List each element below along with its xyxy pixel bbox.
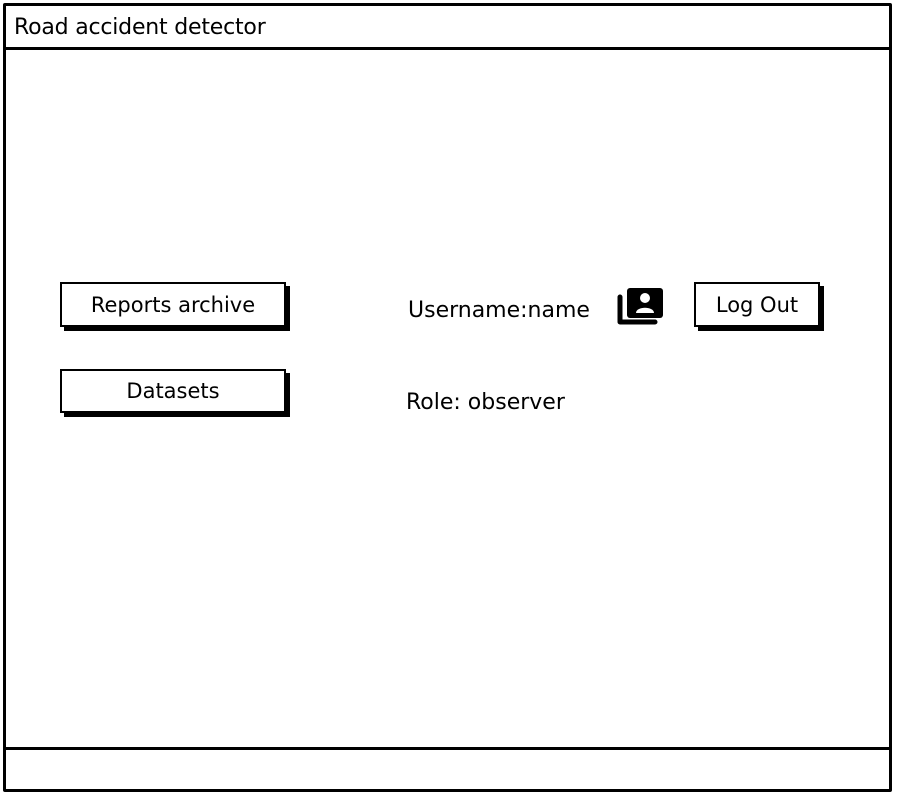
role-text: Role: observer xyxy=(406,390,565,415)
user-card-icon xyxy=(617,288,663,325)
datasets-button[interactable]: Datasets xyxy=(60,369,286,413)
title-bar: Road accident detector xyxy=(6,6,889,50)
datasets-label: Datasets xyxy=(126,379,220,403)
reports-archive-label: Reports archive xyxy=(90,292,256,317)
status-bar xyxy=(6,747,889,789)
username-text: Username:name xyxy=(408,298,590,323)
window-title: Road accident detector xyxy=(14,15,266,40)
reports-archive-button[interactable]: Reports archive xyxy=(60,282,286,327)
logout-button[interactable]: Log Out xyxy=(694,282,820,327)
logout-label: Log Out xyxy=(715,292,799,317)
